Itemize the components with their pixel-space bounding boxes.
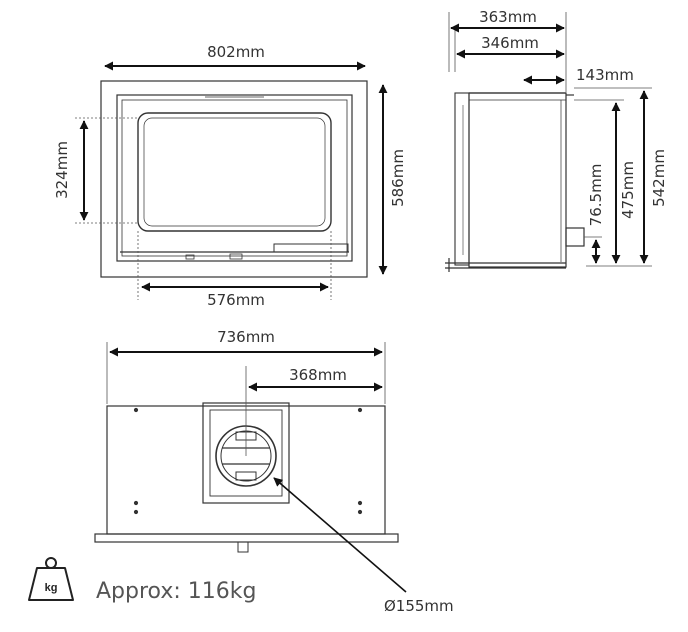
- flue-diameter-leader: [273, 477, 407, 593]
- top-width-label: 736mm: [217, 328, 275, 346]
- glass-window: [137, 112, 332, 232]
- front-outer-frame: [100, 80, 368, 278]
- glass-height-label: 324mm: [53, 141, 71, 199]
- side-depth-label: 363mm: [479, 8, 537, 26]
- front-width-label: 802mm: [207, 43, 265, 61]
- front-guide-lines: [75, 117, 332, 300]
- side-body: [468, 92, 567, 268]
- top-view: [94, 402, 399, 553]
- flue-diameter-label: Ø155mm: [384, 597, 454, 615]
- body-depth-label: 346mm: [481, 34, 539, 52]
- front-view: [100, 80, 368, 278]
- side-air-inlet: [565, 227, 585, 247]
- front-inner-frame: [116, 94, 353, 262]
- top-base-plate: [94, 533, 399, 543]
- side-view: [445, 92, 585, 272]
- top-guide-lines: [106, 342, 386, 456]
- side-dimensions: [450, 23, 649, 264]
- flue-center-label: 368mm: [289, 366, 347, 384]
- outlet-offset-label: 143mm: [576, 66, 634, 84]
- weight-icon-label: kg: [45, 582, 58, 594]
- glass-width-label: 576mm: [207, 291, 265, 309]
- weight-text: Approx: 116kg: [96, 579, 256, 604]
- front-dimensions: [79, 61, 388, 292]
- top-dimensions: [109, 347, 407, 593]
- weight-icon: kg: [28, 557, 74, 601]
- body-height-label: 475mm: [619, 161, 637, 219]
- front-height-label: 586mm: [389, 149, 407, 207]
- inlet-height-label: 76.5mm: [587, 164, 605, 227]
- side-guide-lines: [448, 12, 652, 267]
- side-height-label: 542mm: [650, 149, 668, 207]
